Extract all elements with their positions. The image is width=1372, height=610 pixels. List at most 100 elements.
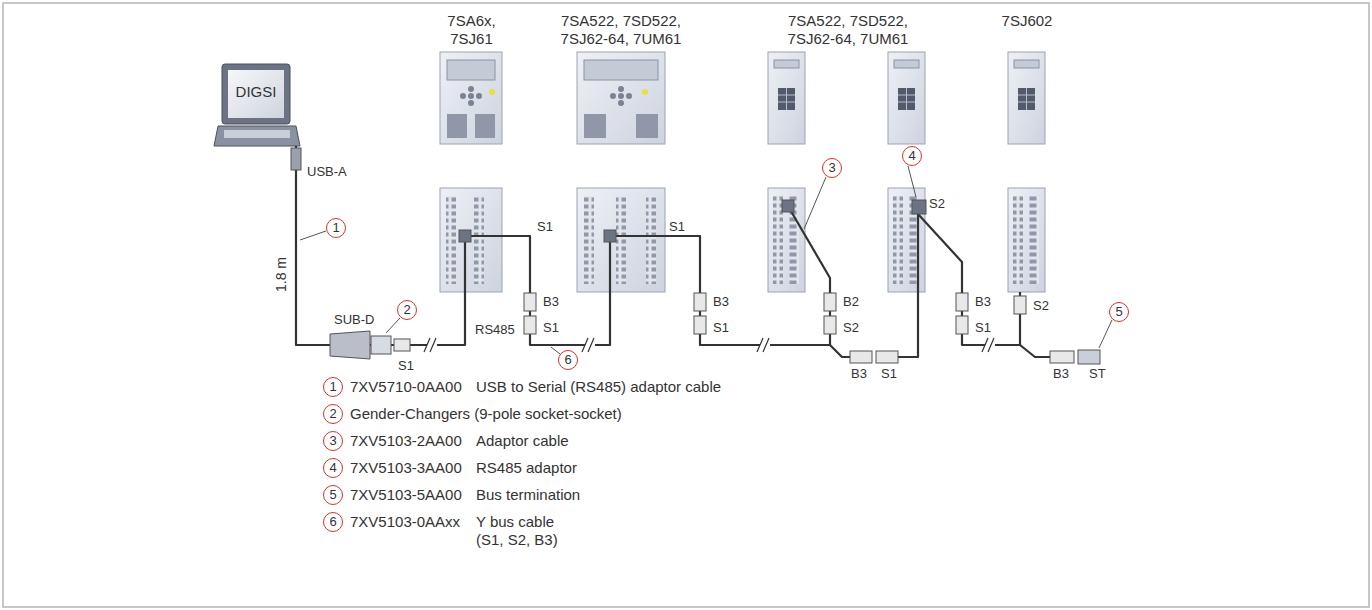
s1-plug [459, 230, 471, 242]
connector-label: S1 [536, 219, 554, 234]
relay-back [888, 188, 925, 292]
parts-list-text: Adaptor cable [476, 432, 569, 450]
leader-line [1099, 320, 1112, 348]
callout-number: 1 [326, 218, 346, 238]
callout-number: 4 [902, 146, 922, 166]
callout-number: 1 [323, 377, 343, 397]
callout-text: 2 [398, 301, 416, 318]
laptop-screen [228, 70, 284, 118]
relay-display [584, 60, 658, 80]
leader-line [386, 318, 400, 333]
relay-front [888, 52, 925, 144]
s2-plug [824, 316, 836, 334]
callout-text: 2 [324, 405, 342, 422]
cable-break [424, 338, 436, 352]
device-heading: 7SA522, 7SD522, 7SJ62-64, 7UM61 [551, 12, 691, 48]
relay-led [642, 89, 648, 95]
y-cable-branch [898, 212, 918, 357]
callout-number: 3 [822, 158, 842, 178]
relay-front [768, 52, 805, 144]
b2-socket [824, 293, 836, 311]
parts-list-text: 7XV5103-0AAxx [350, 513, 460, 531]
drawing-part [465, 206, 1050, 357]
s1-plug [604, 230, 616, 242]
callout-text: 3 [823, 159, 841, 176]
relay-key [460, 93, 466, 99]
laptop-monitor [222, 64, 290, 124]
relay-back [440, 188, 502, 292]
y-bus-cable [530, 292, 610, 345]
y-cable-branch [465, 236, 530, 293]
connector-label: B3 [542, 294, 560, 309]
gender-changer [371, 336, 391, 354]
callout-number: 6 [323, 512, 343, 532]
laptop: DIGSI [214, 64, 300, 146]
callout-number: 2 [323, 404, 343, 424]
connector-label: B3 [974, 294, 992, 309]
parts-list-text: RS485 adaptor [476, 459, 577, 477]
callout-number: 5 [1109, 302, 1129, 322]
y-bus-cable [962, 292, 1020, 345]
relay-key [610, 93, 616, 99]
parts-list-text: 7XV5103-2AA00 [350, 432, 462, 450]
callout-number: 4 [323, 458, 343, 478]
parts-list-text: 7XV5103-3AA00 [350, 459, 462, 477]
callout-number: 3 [323, 431, 343, 451]
relay-keypad [636, 114, 658, 138]
adaptor-cable [788, 206, 830, 293]
relay-back [1008, 188, 1045, 292]
relay-front [577, 52, 665, 144]
callout-number: 5 [323, 485, 343, 505]
callout-text: 6 [559, 351, 577, 368]
b3-socket [850, 351, 872, 363]
laptop-base [214, 126, 300, 146]
callout-text: 4 [903, 147, 921, 164]
drawing-part [300, 166, 1112, 354]
device-heading: 7SA522, 7SD522, 7SJ62-64, 7UM61 [778, 12, 918, 48]
laptop-keyboard [224, 130, 290, 138]
relay-key [618, 93, 624, 99]
callout-number: 6 [558, 350, 578, 370]
adaptor-plug [782, 200, 794, 212]
b3-socket [524, 293, 536, 311]
relay-key [626, 93, 632, 99]
cable-break [582, 338, 594, 352]
dimension-label: 1.8 m [274, 256, 289, 293]
relay-key [468, 93, 474, 99]
terminal-strip [446, 196, 456, 284]
s2-plug [1014, 296, 1026, 314]
bus-termination [1078, 350, 1100, 364]
connector-label: S1 [397, 358, 415, 373]
connector-label: S1 [880, 366, 898, 381]
frame [3, 3, 1369, 607]
relay-keypad [447, 114, 467, 138]
y-bus-cable [700, 292, 830, 345]
relay-device: 7SJ602 [985, 8, 1090, 292]
callout-text: 1 [327, 219, 345, 236]
leader-line [551, 347, 560, 354]
parts-list-text: Y bus cable (S1, S2, B3) [476, 513, 572, 549]
callout-text: 1 [324, 378, 342, 395]
s1-plug [876, 351, 898, 363]
b3-socket [694, 293, 706, 311]
connector-label: S2 [1032, 298, 1050, 313]
b3-socket [956, 293, 968, 311]
connector-label: B2 [842, 294, 860, 309]
connector-label: RS485 [474, 322, 516, 337]
relay-display [447, 60, 495, 80]
callout-text: 5 [1110, 303, 1128, 320]
connector-label: B3 [712, 294, 730, 309]
connector-label: S1 [974, 320, 992, 335]
b3-socket [1050, 351, 1074, 363]
parts-list-text: 7XV5103-5AA00 [350, 486, 462, 504]
terminal-strip [646, 196, 656, 284]
terminal-strip [616, 196, 626, 284]
relay-device: 7SA522, 7SD522, 7SJ62-64, 7UM61 [545, 8, 745, 292]
relay-device: 7SA6x, 7SJ61 [420, 8, 545, 292]
relay-front [1008, 52, 1045, 144]
drawing-part [291, 148, 1100, 364]
